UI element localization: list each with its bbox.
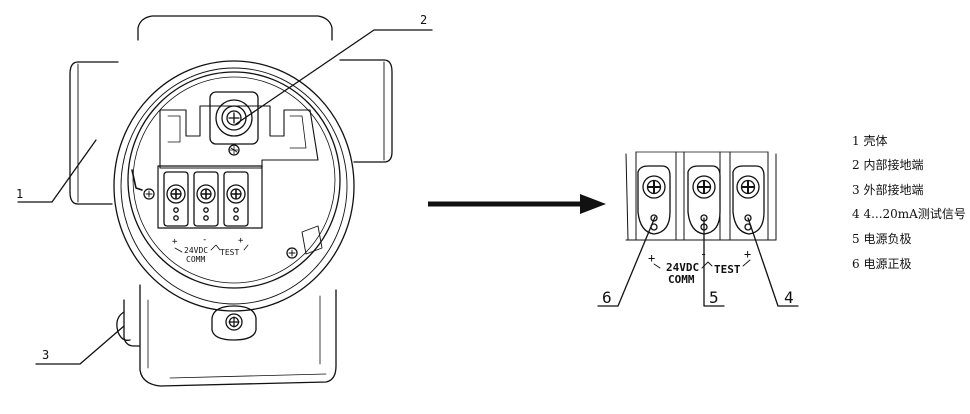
callout-leader-4 [747,217,799,307]
external-ground-boss [123,299,141,347]
legend-item-6: 6 电源正极 [852,257,912,271]
callout-label-6: 6 [602,288,612,307]
callout-label-5: 5 [709,288,719,307]
right-plus-1: + [648,251,655,265]
callout-leader-3 [35,325,125,365]
left-test-label: TEST [220,248,239,257]
internal-ground-screw [209,91,259,156]
callout-label-3: 3 [42,348,49,362]
legend-item-1: 1 壳体 [852,134,888,148]
transmitter-housing [69,15,393,387]
left-plus-2: + [238,236,244,246]
right-plus-2: + [744,247,751,261]
left-plus-1: + [172,237,178,247]
callout-label-2: 2 [420,13,427,27]
left-cable-gland [69,61,119,205]
legend-item-2: 2 内部接地端 [852,158,924,172]
right-comm-label: COMM [668,273,695,286]
terminal-block-left [157,165,263,229]
callout-label-1: 1 [16,187,23,201]
right-cable-gland [339,59,393,163]
left-24vdc-label: 24VDC [184,246,208,255]
right-test-label: TEST [714,263,741,276]
right-24vdc-label: 24VDC [666,261,699,274]
legend-item-3: 3 外部接地端 [852,183,924,197]
legend-item-4: 4 4...20mA测试信号 [852,207,966,221]
callout-leader-6 [597,216,656,307]
callout-leader-1 [17,139,97,203]
left-minus: - [202,235,207,245]
housing-cavity [127,71,341,289]
zoom-arrow [428,194,606,214]
terminal-block-detail [625,151,777,241]
left-comm-label: COMM [186,255,205,264]
callout-label-4: 4 [784,288,794,307]
inner-plate [159,105,319,169]
callout-leader-5 [703,217,725,307]
housing-body [113,60,355,312]
legend-item-5: 5 电源负极 [852,232,912,246]
callout-leader-2 [235,29,433,125]
